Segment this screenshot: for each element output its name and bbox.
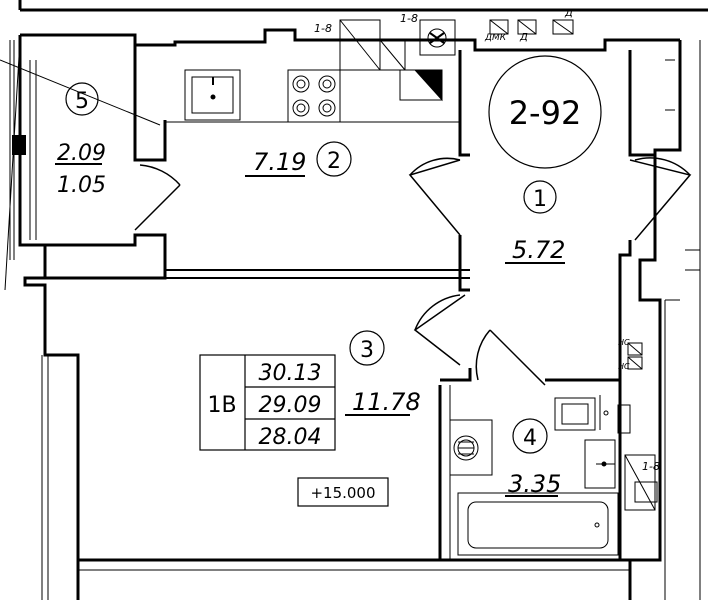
room-5-number: 5 [75,89,89,114]
sink [584,439,658,511]
room-5-area: 2.09 [57,141,106,166]
level-mark: +15.000 [310,484,375,502]
structural-walls [9,0,708,600]
duct-tag: Д [519,32,528,43]
nc-tag: НС [618,338,630,347]
door-swings [134,157,692,386]
room-2-area: 7.19 [253,148,306,176]
room-3-number: 3 [360,338,374,363]
kitchen-counter [165,69,460,123]
room-4-number: 4 [523,426,537,451]
washing-machine [449,419,493,476]
bathtub [457,492,619,556]
room-3-area: 11.78 [352,388,421,416]
area-net: 28.04 [259,425,322,450]
room-3-number-circle [349,330,385,366]
level-mark-box [297,477,389,507]
stove [287,69,341,123]
ventilation-shaft [339,19,574,102]
duct-tag: 1-8 [314,22,332,35]
room-2-number: 2 [327,149,341,174]
section-badge: 2-92 [509,94,582,132]
room-5-area-secondary: 1.05 [57,173,106,198]
area-table [199,354,336,451]
balcony-lines [0,39,161,291]
duct-tag: 1-8 [400,12,418,25]
toilet [554,395,631,434]
duct-tag: Д [564,8,573,19]
room-4-number-circle [512,418,548,454]
duct-tag: 1-8 [642,460,660,473]
dimension-ticks [665,59,700,301]
window-marks [12,135,26,155]
area-living-plus: 29.09 [259,393,322,418]
room-1-area: 5.72 [512,236,565,264]
duct-tag: ДМК [484,33,507,43]
interior-walls [20,45,655,560]
room-1-number: 1 [533,187,547,212]
room-4-area: 3.35 [508,470,561,498]
room-2-number-circle [316,141,352,177]
room-5-number-circle [65,82,99,116]
nc-tag: НС [618,362,630,371]
area-total: 30.13 [259,361,322,386]
room-1-number-circle [523,180,557,214]
section-badge-circle [488,55,602,169]
nc-ducts [627,342,643,370]
apartment-code: 1В [207,393,236,418]
